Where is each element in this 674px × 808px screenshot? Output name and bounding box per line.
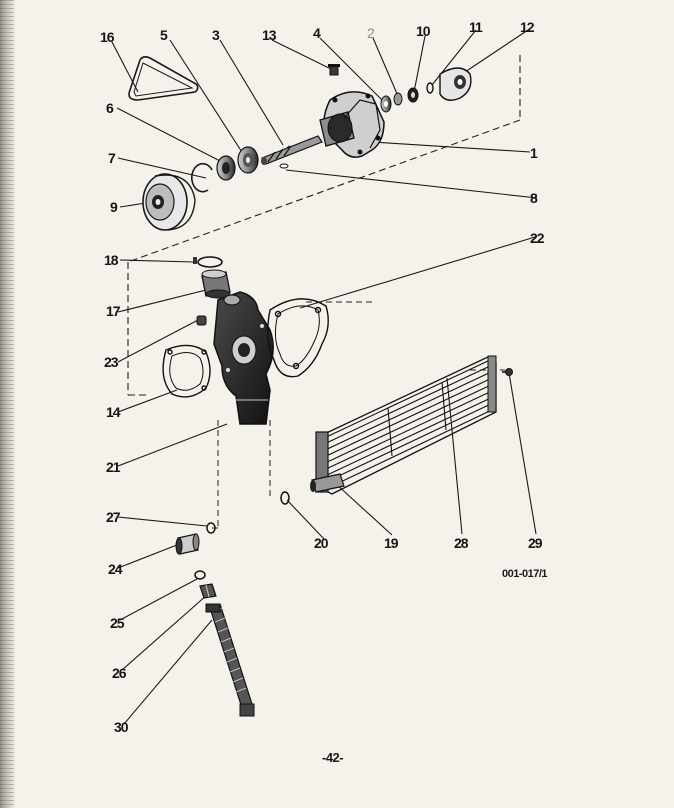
part-label-3: 3	[212, 27, 220, 43]
part-label-30: 30	[114, 719, 129, 735]
part-label-24: 24	[108, 561, 123, 577]
part-label-23: 23	[104, 354, 119, 370]
gasket-part-22	[267, 298, 329, 378]
part-label-1: 1	[530, 145, 538, 161]
gasket-part-14	[162, 344, 211, 398]
part-label-19: 19	[384, 535, 399, 551]
part-label-27: 27	[106, 509, 121, 525]
part-label-11: 11	[469, 19, 483, 35]
pin-part-18b	[193, 257, 197, 264]
housing-part-21	[213, 291, 274, 425]
plug-part-13	[328, 64, 340, 76]
assembly-dash-outline	[127, 55, 521, 396]
bearing-part-6	[216, 155, 236, 181]
fan-belt-part-16	[128, 56, 199, 101]
part-label-20: 20	[314, 535, 329, 551]
seal-part-10	[407, 87, 419, 103]
plug-part-23	[196, 315, 207, 326]
part-label-8: 8	[530, 190, 538, 206]
o-ring-part-25	[194, 570, 206, 580]
pipe-part-19	[310, 431, 345, 493]
part-label-16: 16	[100, 29, 115, 45]
part-label-26: 26	[112, 665, 127, 681]
page-edges	[0, 0, 14, 808]
cover-part-12	[439, 67, 472, 101]
part-label-10: 10	[416, 23, 431, 39]
part-label-17: 17	[106, 303, 121, 319]
pulley-part-9	[142, 173, 196, 231]
key-part-8	[279, 163, 289, 169]
part-label-21: 21	[106, 459, 121, 475]
part-label-22: 22	[530, 230, 545, 246]
part-label-14: 14	[106, 404, 121, 420]
part-label-2: 2	[367, 25, 375, 41]
pump-housing-part-1	[319, 91, 385, 158]
ring-part-11	[426, 82, 434, 94]
nut-part-26	[199, 583, 217, 599]
sleeve-part-17	[201, 269, 231, 299]
seal-part-4	[380, 95, 392, 113]
part-label-9: 9	[110, 199, 118, 215]
circlip-part-7	[191, 162, 213, 193]
union-part-24	[175, 533, 200, 555]
part-label-28: 28	[454, 535, 469, 551]
page-number: -42-	[322, 750, 344, 765]
part-label-4: 4	[313, 25, 321, 41]
seal-part-2	[393, 92, 403, 106]
part-label-25: 25	[110, 615, 125, 631]
part-label-7: 7	[108, 150, 116, 166]
o-ring-part-27	[206, 522, 216, 534]
bearing-part-5	[237, 146, 259, 174]
hose-part-30	[205, 603, 255, 717]
book-binding-shadow	[0, 0, 16, 808]
shaft-part-3	[261, 135, 323, 165]
screw-part-29	[502, 368, 513, 376]
o-ring-part-20	[280, 491, 290, 505]
part-label-12: 12	[520, 19, 535, 35]
part-label-29: 29	[528, 535, 543, 551]
leader-lines	[111, 29, 538, 725]
part-label-13: 13	[262, 27, 277, 43]
part-label-18: 18	[104, 252, 119, 268]
o-ring-part-18	[197, 256, 223, 268]
cooler-part-28	[319, 355, 497, 495]
figure-code: 001-017/1	[502, 568, 548, 580]
part-label-5: 5	[160, 27, 168, 43]
part-label-6: 6	[106, 100, 114, 116]
